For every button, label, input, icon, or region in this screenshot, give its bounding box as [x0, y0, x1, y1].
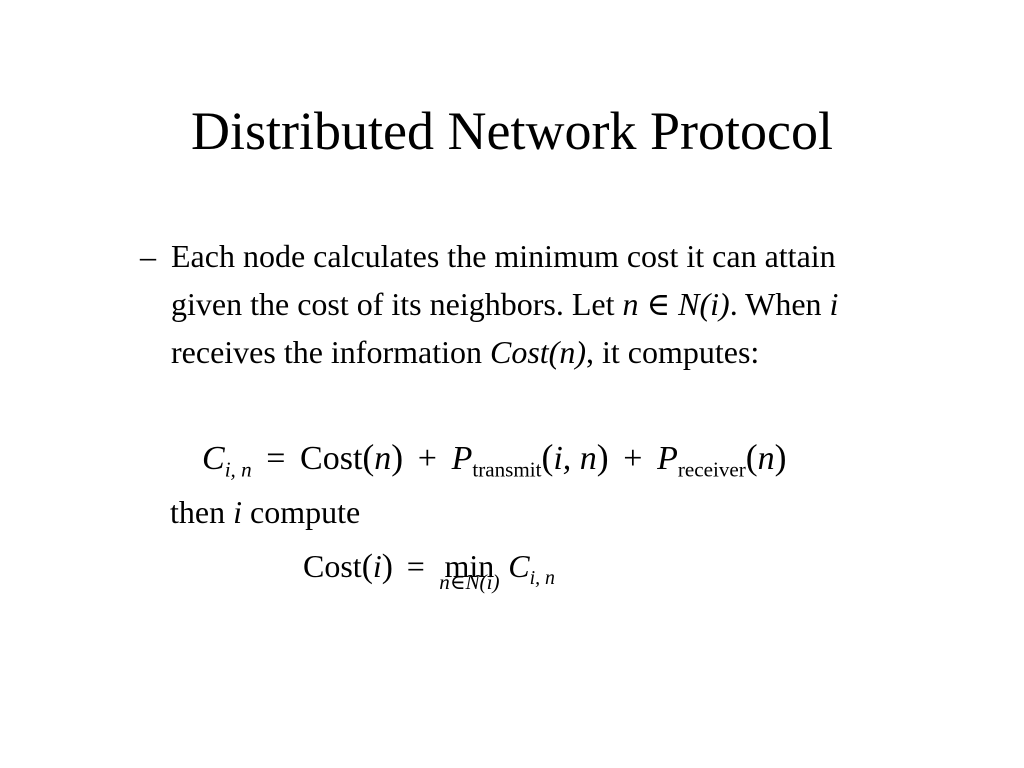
eq1-open-2: ( — [541, 437, 554, 477]
bullet-text: Each node calculates the minimum cost it… — [171, 232, 911, 376]
eq2-close: ) — [381, 548, 393, 585]
then-text-2: compute — [241, 494, 361, 530]
eq1-close-1: ) — [391, 437, 404, 477]
eq2-cost: Cost — [303, 548, 362, 584]
slide-title: Distributed Network Protocol — [191, 101, 833, 161]
eq2-arg: i — [372, 548, 382, 584]
bullet-text-part-1: Each node calculates the minimum cost it… — [171, 238, 836, 322]
neighbor-set: N(i) — [678, 286, 730, 322]
eq1-plus-2: + — [623, 440, 643, 477]
bullet-text-part-2: . When — [729, 286, 830, 322]
eq1-open-1: ( — [362, 437, 375, 477]
variable-i: i — [829, 286, 839, 322]
then-text-1: then — [170, 494, 234, 530]
eq1-arg-1: n — [374, 440, 392, 477]
then-line: then i compute — [170, 488, 360, 536]
eq1-p-receiver: P — [657, 440, 678, 477]
eq1-p-receiver-sub: receiver — [677, 457, 746, 482]
variable-n: n — [622, 286, 639, 322]
eq1-p-transmit-sub: transmit — [472, 457, 542, 482]
eq2-rhs-sub: i, n — [529, 566, 555, 589]
eq1-lhs-sub: i, n — [224, 457, 252, 482]
eq1-arg-3: n — [757, 440, 775, 477]
eq2-open: ( — [361, 548, 373, 585]
eq1-cost: Cost — [300, 440, 363, 477]
eq2-equals: = — [406, 548, 425, 584]
bullet-text-part-4: , it computes: — [585, 334, 760, 370]
eq1-equals: = — [266, 440, 286, 477]
element-of-symbol: ∈ — [638, 286, 679, 322]
eq1-close-2: ) — [596, 437, 609, 477]
eq2-rhs-var: C — [508, 548, 530, 584]
eq1-open-3: ( — [745, 437, 758, 477]
eq1-lhs-var: C — [202, 440, 225, 477]
eq1-close-3: ) — [774, 437, 787, 477]
bullet-dash: – — [140, 238, 156, 274]
eq1-arg-2: i, n — [553, 440, 597, 477]
cost-equation: Ci, n = Cost(n) + Ptransmit(i, n) + Prec… — [202, 436, 787, 482]
eq1-p-transmit: P — [451, 440, 473, 477]
bullet-text-part-3: receives the information — [171, 334, 490, 370]
then-variable-i: i — [233, 494, 242, 530]
eq2-min-subscript: n∈N(i) — [439, 570, 500, 595]
eq1-plus-1: + — [417, 440, 437, 477]
bullet-item: – Each node calculates the minimum cost … — [140, 232, 940, 376]
cost-n: Cost(n) — [489, 334, 586, 370]
eq2-min: min — [444, 548, 495, 584]
